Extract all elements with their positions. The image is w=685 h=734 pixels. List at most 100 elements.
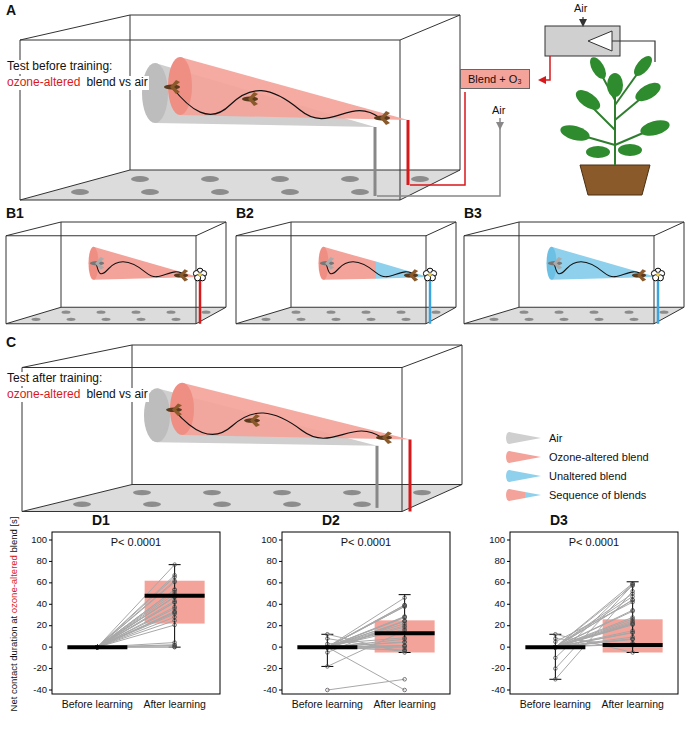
tick-label: 80 [36, 556, 47, 567]
tick-label: -40 [263, 685, 277, 696]
data-point [173, 605, 177, 609]
legend-swatch [506, 470, 541, 482]
subject-line [97, 612, 174, 647]
subject-line [97, 602, 174, 647]
subject-line [97, 621, 174, 648]
subject-line [97, 607, 174, 647]
axis-title-part: ozone-altered [8, 555, 19, 613]
data-point [173, 563, 177, 567]
blend-box: Blend + O₃ [460, 69, 530, 89]
data-point [631, 623, 635, 627]
subject-line [327, 605, 404, 647]
data-point [403, 644, 407, 648]
legend-cone [525, 492, 541, 498]
illustration-g [559, 53, 672, 158]
chart [507, 532, 678, 694]
illustration-ellipse [639, 117, 672, 138]
tick-label: 0 [42, 642, 47, 653]
subject-line [327, 679, 404, 690]
legend-samples [506, 432, 541, 501]
illustration-line [376, 446, 379, 508]
illustration-polygon [588, 31, 612, 51]
subject-line [97, 602, 174, 647]
subject-line [555, 591, 632, 679]
tick-mark [49, 540, 52, 541]
illustration-ellipse [573, 86, 604, 114]
illustration-line [409, 440, 412, 512]
data-point [554, 656, 558, 660]
subject-line [555, 617, 632, 647]
illustration-g [20, 15, 460, 200]
illustration-ellipse [631, 53, 656, 79]
test-title: Test after training: [6, 372, 103, 386]
tick-label: 80 [494, 556, 505, 567]
subject-line [555, 586, 632, 647]
box-label: Blend + O₃ [468, 73, 522, 85]
subject-line [327, 647, 404, 690]
test-title: blend vs air [85, 388, 148, 402]
legend-cone [509, 432, 541, 444]
tick-label: 0 [500, 642, 505, 653]
axis-category: After learning [373, 698, 435, 710]
illustration-use [651, 268, 664, 281]
subject-line [327, 606, 404, 647]
tick-mark [49, 561, 52, 562]
tick-mark [507, 604, 510, 605]
legend-label: Sequence of blends [549, 489, 646, 502]
tick-mark [279, 625, 282, 626]
illustration-use [90, 257, 104, 269]
tick-mark [279, 540, 282, 541]
illustration-use [236, 222, 456, 324]
tick-mark [279, 582, 282, 583]
tick-label: -20 [263, 663, 277, 674]
tick-mark [279, 604, 282, 605]
whisker-cap [399, 594, 411, 595]
illustration-path [96, 262, 186, 277]
axis-category: Before learning [62, 698, 133, 710]
legend-cone-end [506, 489, 512, 501]
axis-category: Before learning [292, 698, 363, 710]
tick-mark [507, 561, 510, 562]
illustration-ellipse [587, 55, 609, 82]
illustration-use [20, 15, 460, 200]
tick-mark [279, 561, 282, 562]
tick-mark [279, 690, 282, 691]
data-point [326, 632, 330, 636]
data-point [403, 644, 407, 648]
subject-line [97, 611, 174, 647]
median [145, 594, 205, 598]
subject-line [97, 592, 174, 647]
illustration-use [166, 404, 182, 417]
illustration-use [376, 431, 392, 444]
data-point [631, 616, 635, 620]
tick-mark [49, 582, 52, 583]
legend-swatch [506, 451, 541, 463]
axis-title-part: blend [s] [8, 517, 19, 553]
panel-letter: B3 [464, 205, 482, 221]
legend-swatch [506, 432, 541, 444]
legend-cone-end [506, 470, 512, 482]
data-point [631, 584, 635, 588]
illustration-use [374, 111, 390, 125]
charts [49, 532, 678, 694]
illustration-polyline [377, 122, 500, 196]
tick-label: -20 [33, 663, 47, 674]
median [603, 643, 663, 647]
tick-label: 60 [36, 577, 47, 588]
illustration-use [423, 268, 436, 281]
legend-label: Unaltered blend [549, 470, 627, 483]
data-point [631, 608, 635, 612]
illustration-polyline [540, 56, 550, 80]
subject-line [555, 583, 632, 647]
median [67, 645, 127, 649]
illustration-path [172, 87, 380, 119]
data-point [173, 575, 177, 579]
panel-letter: B1 [6, 205, 24, 221]
subject-line [97, 577, 174, 647]
data-point [403, 619, 407, 623]
subject-line [555, 610, 632, 647]
illustration-ellipse [142, 63, 168, 123]
illustration-line [657, 277, 660, 324]
